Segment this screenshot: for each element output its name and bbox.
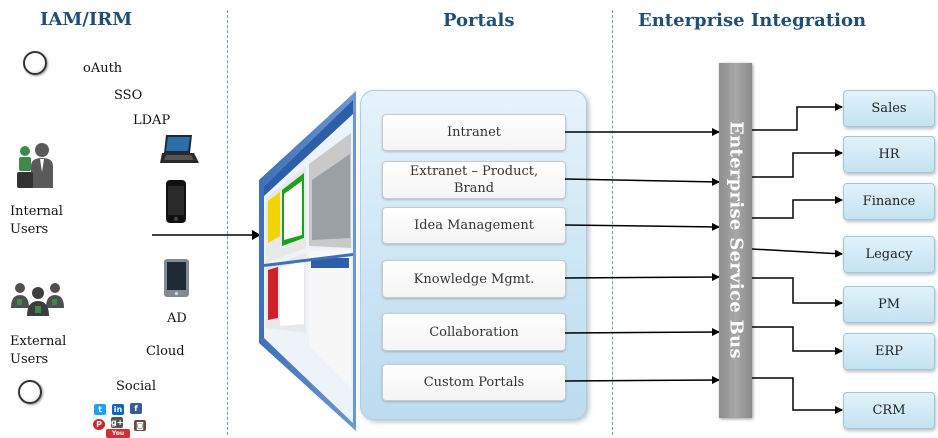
laptop-icon [160,135,199,163]
protocol-sso: SSO [114,88,143,103]
target-crm[interactable]: CRM [843,392,935,429]
protocol-oauth: oAuth [83,61,123,76]
person-icon [17,143,53,188]
target-sales[interactable]: Sales [843,90,935,127]
ring-icon [23,51,47,75]
heading-enterprise-integration: Enterprise Integration [638,10,867,31]
social-label: Social [116,379,157,394]
group-icon [11,283,64,316]
smartphone-icon [166,180,186,223]
heading-iam: IAM/IRM [40,9,133,30]
screen-mockup [259,91,356,431]
portal-custom-portals[interactable]: Custom Portals [382,364,566,401]
instagram-icon: ◙ [134,420,146,431]
portal-extranet[interactable]: Extranet – Product, Brand [382,161,566,199]
portal-idea-management[interactable]: Idea Management [382,207,566,244]
ad-label: AD [167,311,187,326]
divider-left [227,10,228,435]
twitter-icon: t [94,404,106,415]
linkedin-icon: in [112,404,124,415]
esb-label: Enterprise Service Bus [725,121,747,359]
portal-collaboration[interactable]: Collaboration [382,313,566,351]
enterprise-service-bus [719,63,752,418]
ring-icon [18,380,42,404]
target-hr[interactable]: HR [843,136,935,173]
target-finance[interactable]: Finance [843,183,935,220]
protocol-ldap: LDAP [133,113,171,128]
target-erp[interactable]: ERP [843,333,935,370]
external-users-line1: External [10,334,67,349]
portal-intranet[interactable]: Intranet [382,114,566,151]
heading-portals: Portals [443,10,515,31]
facebook-icon: f [130,403,142,414]
portal-knowledge-mgmt[interactable]: Knowledge Mgmt. [382,260,566,298]
target-legacy[interactable]: Legacy [843,236,935,273]
googleplus-icon: g+ [111,417,124,428]
tablet-icon [164,259,189,297]
pinterest-icon: P [93,419,105,430]
internal-users-line2: Users [10,222,49,237]
youtube-icon: You [106,429,130,438]
internal-users-line1: Internal [10,204,63,219]
cloud-label: Cloud [146,344,185,359]
arrow-to-portals [152,230,261,240]
target-pm[interactable]: PM [843,286,935,323]
divider-right [612,10,613,435]
external-users-line2: Users [10,352,49,367]
